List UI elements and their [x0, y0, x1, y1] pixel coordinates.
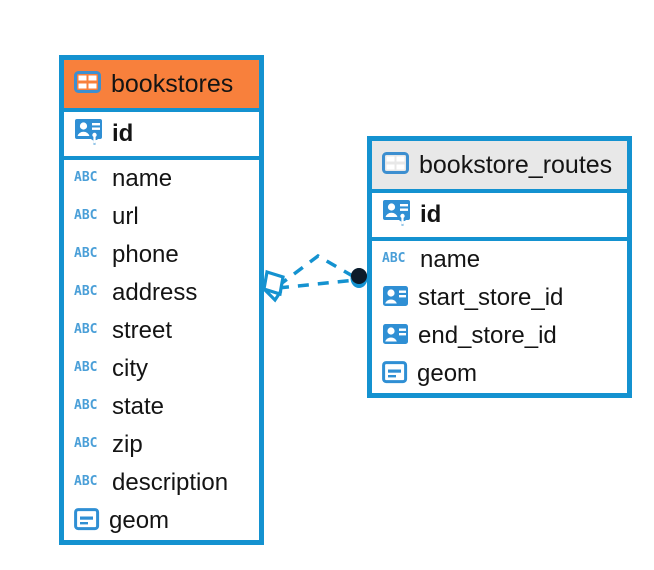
field-row-id[interactable]: id [372, 193, 627, 237]
field-row-end-store-id[interactable]: end_store_id [372, 317, 627, 355]
svg-text:ABC: ABC [74, 398, 97, 412]
table-icon [74, 70, 101, 98]
abc-text-icon: ABC [74, 321, 103, 341]
abc-text-icon: ABC [74, 283, 103, 303]
field-row-geom[interactable]: geom [372, 355, 627, 393]
field-label-address: address [112, 279, 198, 306]
abc-text-icon: ABC [74, 435, 103, 455]
abc-text-icon: ABC [74, 397, 103, 417]
field-label-state: state [112, 393, 165, 420]
entity-table-bookstore-routes[interactable]: bookstore_routes [367, 136, 632, 398]
field-row-street[interactable]: ABC street [64, 312, 259, 350]
field-label-end-store-id: end_store_id [418, 322, 557, 349]
entity-table-bookstores[interactable]: bookstores [59, 55, 264, 545]
svg-text:ABC: ABC [74, 322, 97, 336]
svg-text:ABC: ABC [74, 284, 97, 298]
svg-text:ABC: ABC [74, 170, 97, 184]
geometry-icon [382, 360, 408, 389]
field-section-bookstore-routes: ABC name start_store_id [372, 241, 627, 393]
field-row-phone[interactable]: ABC phone [64, 236, 259, 274]
foreign-key-icon [382, 323, 409, 350]
svg-text:ABC: ABC [74, 474, 97, 488]
entity-title-bookstores: bookstores [111, 69, 234, 98]
entity-title-bookstore-routes: bookstore_routes [419, 150, 613, 179]
geometry-icon [74, 507, 100, 536]
abc-text-icon: ABC [74, 207, 103, 227]
crows-foot-diamond-marker [262, 269, 285, 303]
field-label-geom: geom [109, 507, 170, 534]
field-label-city: city [112, 355, 148, 382]
primary-key-section-bookstores: id [64, 108, 259, 160]
relationship-line-lower [277, 278, 357, 290]
field-row-name[interactable]: ABC name [372, 241, 627, 279]
field-row-url[interactable]: ABC url [64, 198, 259, 236]
field-section-bookstores: ABC name ABC url ABC p [64, 160, 259, 540]
field-label-name: name [420, 246, 481, 273]
field-label-id: id [420, 201, 442, 228]
svg-text:ABC: ABC [74, 208, 97, 222]
abc-text-icon: ABC [74, 245, 103, 265]
relationship-line-upper [276, 253, 357, 288]
field-row-description[interactable]: ABC description [64, 464, 259, 502]
primary-key-section-bookstore-routes: id [372, 189, 627, 241]
entity-header-bookstores[interactable]: bookstores [64, 60, 259, 108]
svg-text:ABC: ABC [382, 251, 405, 265]
field-label-phone: phone [112, 241, 179, 268]
field-row-geom[interactable]: geom [64, 502, 259, 540]
field-label-id: id [112, 120, 134, 147]
field-row-id[interactable]: id [64, 112, 259, 156]
field-label-street: street [112, 317, 173, 344]
field-row-name[interactable]: ABC name [64, 160, 259, 198]
abc-text-icon: ABC [74, 473, 103, 493]
field-row-state[interactable]: ABC state [64, 388, 259, 426]
primary-key-icon [382, 199, 411, 232]
foreign-key-icon [382, 285, 409, 312]
field-label-name: name [112, 165, 173, 192]
field-label-description: description [112, 469, 229, 496]
field-row-address[interactable]: ABC address [64, 274, 259, 312]
abc-text-icon: ABC [74, 359, 103, 379]
field-label-start-store-id: start_store_id [418, 284, 564, 311]
svg-text:ABC: ABC [74, 436, 97, 450]
field-row-start-store-id[interactable]: start_store_id [372, 279, 627, 317]
field-row-zip[interactable]: ABC zip [64, 426, 259, 464]
svg-text:ABC: ABC [74, 360, 97, 374]
field-label-zip: zip [112, 431, 143, 458]
abc-text-icon: ABC [74, 169, 103, 189]
field-row-city[interactable]: ABC city [64, 350, 259, 388]
field-label-url: url [112, 203, 139, 230]
field-label-geom: geom [417, 360, 478, 387]
svg-text:ABC: ABC [74, 246, 97, 260]
entity-header-bookstore-routes[interactable]: bookstore_routes [372, 141, 627, 189]
abc-text-icon: ABC [382, 250, 411, 270]
filled-circle-marker [350, 268, 368, 288]
primary-key-icon [74, 118, 103, 151]
table-icon [382, 151, 409, 179]
